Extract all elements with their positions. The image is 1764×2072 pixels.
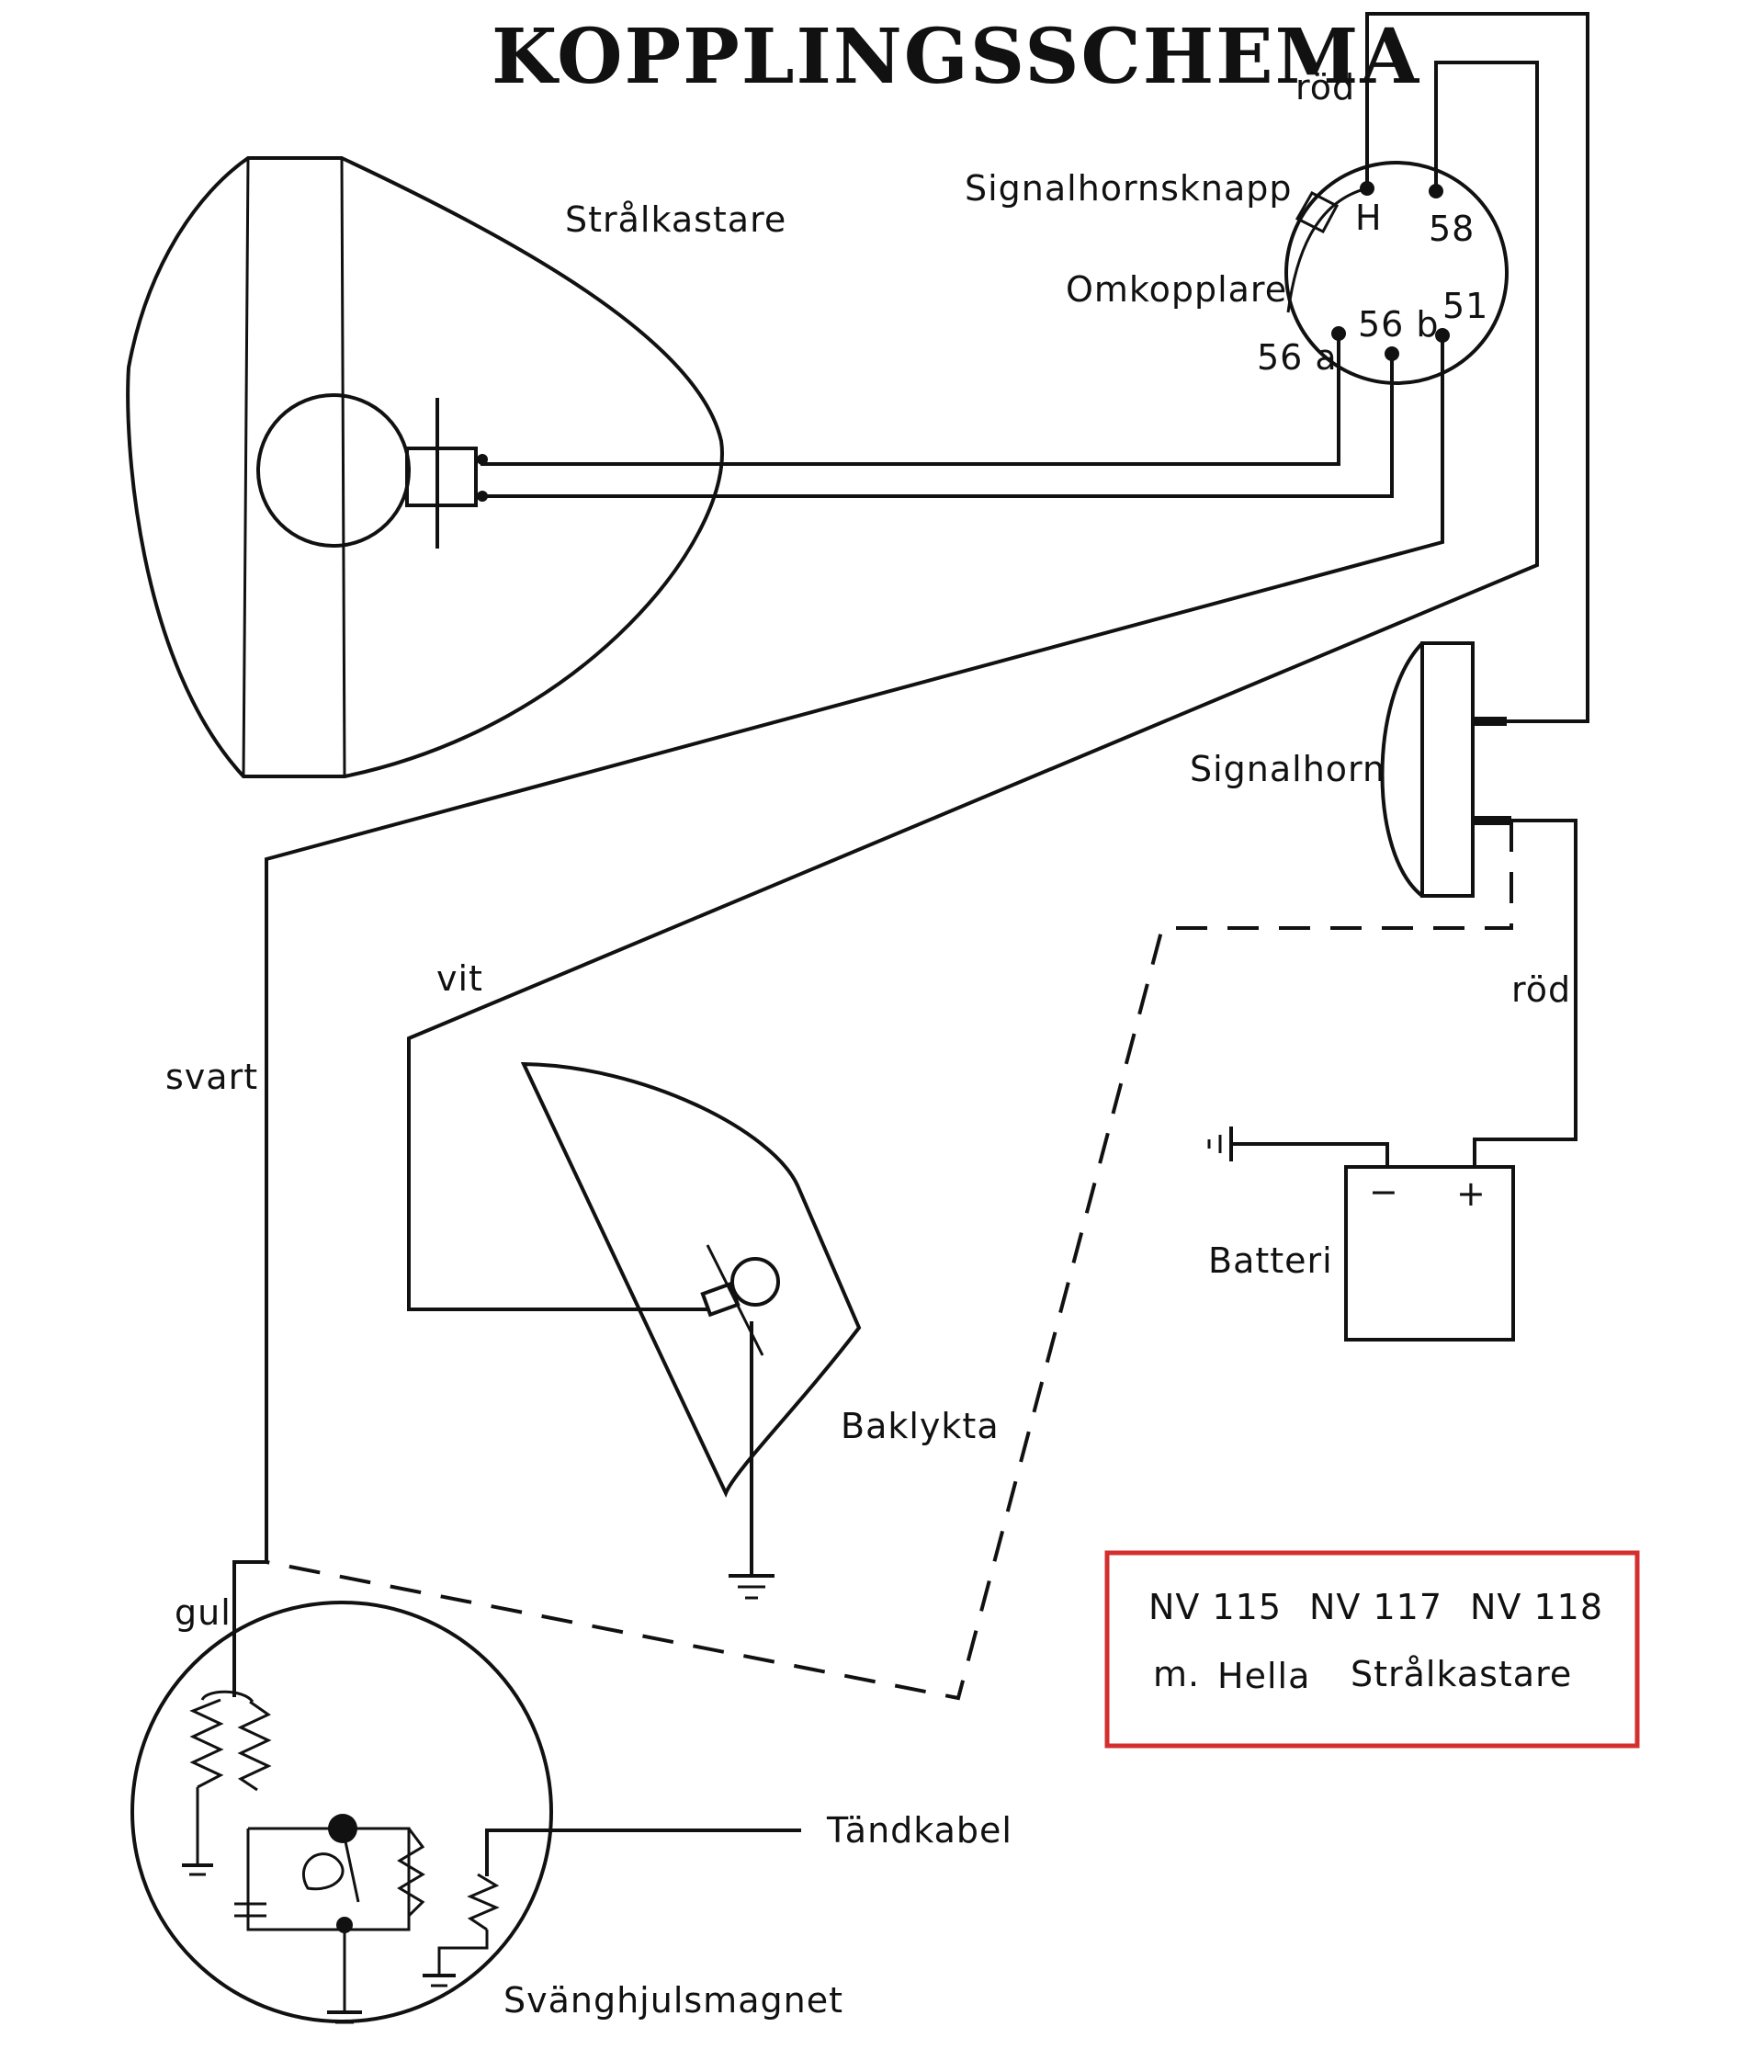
wire-gul-label: gul [175,1592,232,1633]
wire-56b-to-headlight [481,352,1394,498]
headlight-bulb [256,393,411,548]
coil-2-icon [237,1700,272,1792]
headlight-outline [126,156,724,778]
battery-body [1344,1165,1515,1342]
horn-button-label: Signalhornsknapp [965,168,1293,209]
magneto-label: Svänghjulsmagnet [503,1980,843,2021]
wire-58-to-taillight [407,61,1539,1311]
tail-light-bulb [730,1257,780,1307]
tail-light-socket [700,1281,741,1318]
tail-light-housing [520,1061,862,1499]
horn-bell [1380,641,1424,898]
wire-rod-top-label: röd [1295,67,1355,108]
wire-gul [232,1560,268,1697]
headlight [126,156,724,778]
secondary-coil-icon [467,1873,500,1931]
ignition-cable [485,1829,801,1876]
battery [1207,1127,1515,1342]
primary-coil-icon [397,1828,425,1918]
wire-56a-to-headlight [481,332,1340,466]
battery-label: Batteri [1208,1240,1333,1281]
wire-h-to-horn [1365,12,1589,723]
model-info-box: NV 115 NV 117 NV 118 m. Hella Strålkasta… [1104,1550,1640,1749]
model-2: NV 117 [1309,1587,1442,1627]
model-1: NV 115 [1148,1587,1282,1627]
switch-wires [265,12,1589,1564]
breaker-cam-icon [301,1852,345,1891]
model-brand: Hella [1217,1656,1310,1696]
terminal-h-label: H [1355,198,1383,238]
headlight-socket [405,447,478,507]
model-info-border [1104,1550,1640,1749]
battery-plus: + [1456,1173,1487,1214]
model-prefix: m. [1153,1654,1200,1694]
magneto-housing [130,1601,553,2023]
terminal-58-label: 58 [1429,209,1475,249]
horn-body [1420,641,1475,898]
terminal-51-label: 51 [1442,286,1488,326]
wire-rod-right-label: röd [1511,969,1571,1010]
model-product: Strålkastare [1351,1654,1572,1694]
wire-vit-label: vit [436,958,483,999]
wire-horn-to-battery [1473,819,1577,1169]
coil-1-icon [189,1698,224,1789]
breaker-circuit [246,1827,411,1931]
tail-light [520,1061,862,1600]
battery-ground-wire [1229,1142,1389,1169]
terminal-56a-label: 56 a [1257,337,1338,378]
battery-minus: − [1369,1172,1399,1212]
switch-housing [1284,161,1509,385]
headlight-rear-rim [340,157,346,777]
diagram-title: KOPPLINGSSCHEMA [492,13,1420,101]
switch-label: Omkopplare [1066,269,1287,310]
wire-51-to-magneto [265,334,1444,1564]
headlight-label: Strålkastare [565,199,786,240]
terminal-56b-label: 56 b [1358,304,1440,345]
wire-svart-label: svart [165,1057,258,1097]
model-3: NV 118 [1470,1587,1603,1627]
wire-dashed-return [266,821,1513,1701]
headlight-front-rim [242,157,250,777]
ignition-cable-label: Tändkabel [826,1810,1012,1851]
tail-light-label: Baklykta [841,1406,1000,1446]
horn-label: Signalhorn [1190,749,1385,789]
horn [1380,641,1511,898]
horn-button-link [1286,187,1368,313]
magneto [130,1560,801,2024]
